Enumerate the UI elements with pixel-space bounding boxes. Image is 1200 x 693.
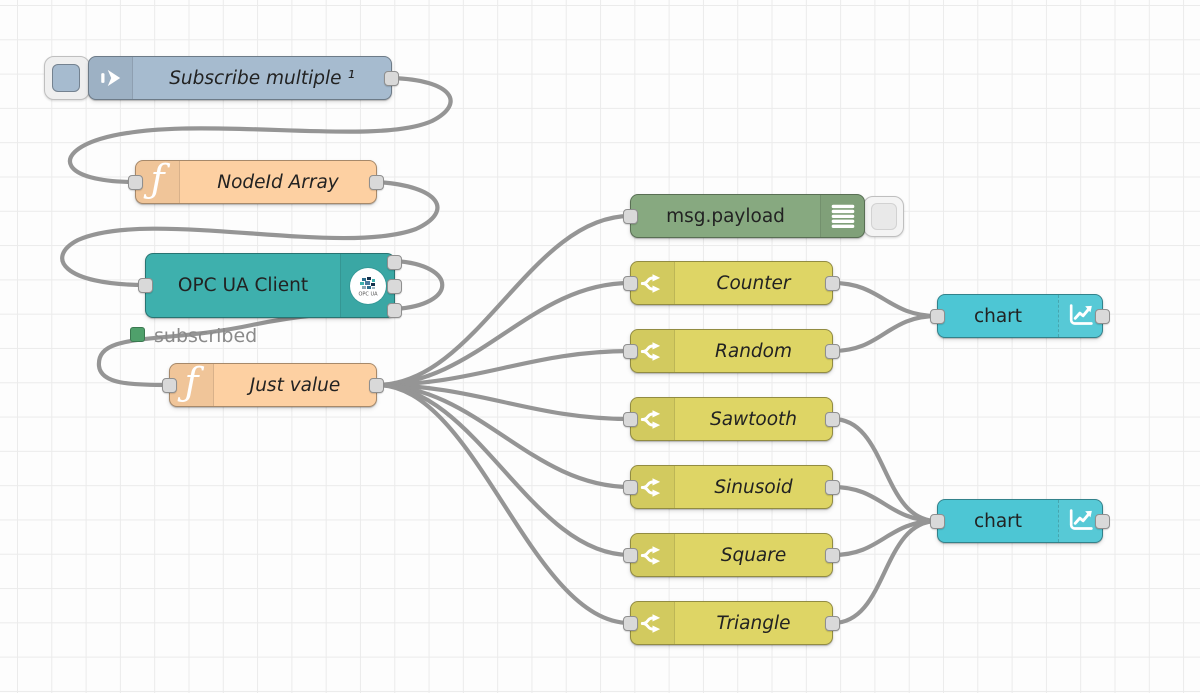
output-port[interactable] [825, 411, 840, 427]
node-label: Random [715, 340, 792, 362]
output-port[interactable] [825, 547, 840, 563]
output-port-2[interactable] [387, 278, 402, 294]
node-label: Triangle [716, 612, 791, 634]
function-icon: ƒ [136, 160, 180, 203]
node-label: NodeId Array [217, 171, 339, 193]
node-opcua-client[interactable]: OPC UA Client OPC UA [138, 253, 402, 318]
input-port[interactable] [623, 275, 638, 291]
output-port-3[interactable] [387, 302, 402, 318]
opc-ua-globe-icon: OPC UA [340, 254, 394, 317]
node-label: msg.payload [666, 205, 785, 227]
line-chart-icon [1058, 500, 1102, 542]
output-port-1[interactable] [387, 254, 402, 270]
wire[interactable] [374, 382, 633, 558]
function-icon: ƒ [170, 363, 214, 406]
wire[interactable] [67, 75, 453, 185]
switch-icon [631, 262, 675, 304]
svg-text:OPC UA: OPC UA [358, 291, 378, 297]
line-chart-icon [1058, 295, 1102, 337]
node-label: Square [720, 544, 787, 566]
node-label: Subscribe multiple ¹ [169, 67, 355, 89]
status-dot [130, 327, 145, 342]
wire[interactable] [96, 258, 445, 388]
wire[interactable] [830, 313, 940, 354]
status-text: subscribed [154, 325, 258, 347]
input-port[interactable] [623, 411, 638, 427]
input-port[interactable] [623, 479, 638, 495]
switch-icon [631, 602, 675, 644]
output-port[interactable] [825, 343, 840, 359]
input-port[interactable] [623, 208, 638, 224]
wire[interactable] [830, 280, 940, 319]
output-port[interactable] [1095, 308, 1110, 324]
output-port[interactable] [384, 70, 399, 86]
node-counter[interactable]: Counter [623, 261, 840, 305]
input-port[interactable] [623, 547, 638, 563]
output-port[interactable] [825, 275, 840, 291]
output-port[interactable] [1095, 513, 1110, 529]
node-triangle[interactable]: Triangle [623, 601, 840, 645]
node-just-value[interactable]: ƒ Just value [162, 363, 384, 407]
input-port[interactable] [930, 308, 945, 324]
wire[interactable] [374, 382, 633, 490]
node-square[interactable]: Square [623, 533, 840, 577]
switch-icon [631, 466, 675, 508]
input-port[interactable] [138, 278, 153, 293]
wire[interactable] [830, 518, 940, 626]
output-port[interactable] [369, 174, 384, 190]
node-msg-payload[interactable]: msg.payload [623, 194, 865, 238]
input-port[interactable] [623, 615, 638, 631]
node-label: chart [973, 305, 1023, 327]
input-port[interactable] [930, 513, 945, 529]
wire[interactable] [830, 416, 940, 524]
wire[interactable] [374, 213, 633, 388]
wire[interactable] [60, 179, 440, 288]
debug-toggle-button[interactable] [863, 196, 904, 237]
node-random[interactable]: Random [623, 329, 840, 373]
output-port[interactable] [369, 377, 384, 393]
node-chart-2[interactable]: chart [930, 499, 1110, 543]
wire[interactable] [374, 382, 633, 626]
input-port[interactable] [623, 343, 638, 359]
switch-icon [631, 330, 675, 372]
switch-icon [631, 398, 675, 440]
node-label: chart [973, 510, 1023, 532]
wire[interactable] [830, 484, 940, 524]
node-subscribe-multiple[interactable]: Subscribe multiple ¹ [88, 56, 399, 100]
inject-button-inner[interactable] [52, 64, 80, 92]
node-sawtooth[interactable]: Sawtooth [623, 397, 840, 441]
inject-arrow-icon [89, 57, 133, 99]
wire[interactable] [374, 280, 633, 388]
output-port[interactable] [825, 615, 840, 631]
node-label: Sawtooth [709, 408, 798, 430]
output-port[interactable] [825, 479, 840, 495]
node-nodeid-array[interactable]: ƒ NodeId Array [128, 160, 384, 204]
input-port[interactable] [162, 377, 177, 393]
node-label: Just value [249, 374, 341, 396]
wire[interactable] [374, 348, 633, 388]
node-chart-1[interactable]: chart [930, 294, 1110, 338]
debug-toggle-button-inner[interactable] [871, 203, 897, 230]
wire[interactable] [374, 382, 633, 422]
node-label: Counter [716, 272, 791, 294]
node-label: OPC UA Client [177, 275, 309, 296]
node-label: Sinusoid [714, 476, 793, 498]
input-port[interactable] [128, 174, 143, 190]
node-sinusoid[interactable]: Sinusoid [623, 465, 840, 509]
switch-icon [631, 534, 675, 576]
debug-list-icon [820, 195, 864, 237]
